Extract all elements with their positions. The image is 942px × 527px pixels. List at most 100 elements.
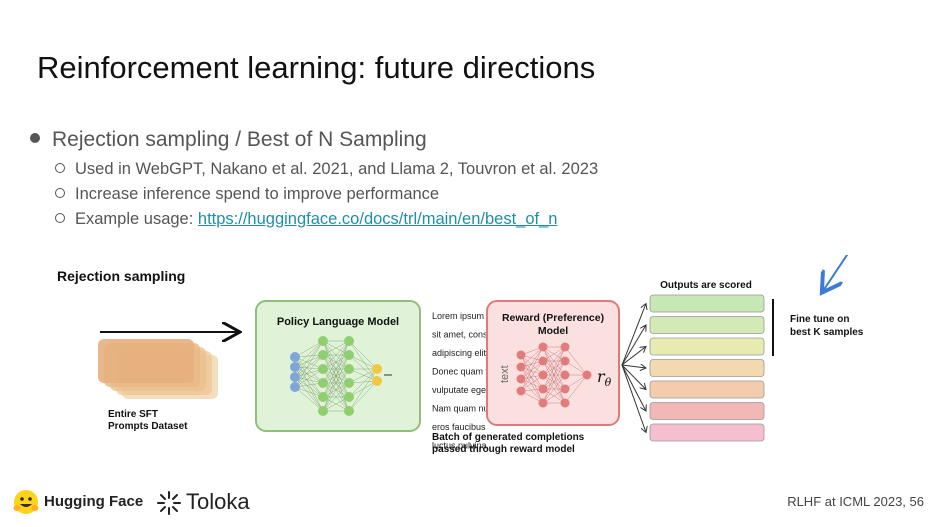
policy-node	[290, 362, 300, 372]
lorem-line: adipiscing elit	[432, 348, 487, 358]
reward-edge	[542, 346, 566, 390]
policy-node	[344, 336, 354, 346]
reward-edge	[542, 346, 566, 404]
reward-node	[560, 370, 570, 380]
policy-edge	[348, 380, 378, 412]
rejection-sampling-diagram: Rejection sampling Entire SFT Prompts Da…	[57, 255, 864, 455]
slide-title: Reinforcement learning: future direction…	[37, 50, 596, 85]
dataset-label-1: Entire SFT	[108, 409, 158, 420]
reward-node	[560, 356, 570, 366]
lorem-line: sit amet, cons	[432, 330, 488, 340]
policy-edge	[322, 354, 350, 412]
reward-network-icon	[516, 342, 592, 408]
reward-edge	[542, 346, 566, 376]
example-link[interactable]: https://huggingface.co/docs/trl/main/en/…	[197, 210, 558, 228]
fan-arrow	[621, 365, 646, 368]
finetune-label-2: best K samples	[790, 327, 864, 338]
reward-node	[560, 384, 570, 394]
policy-edge	[348, 354, 378, 382]
policy-node	[318, 378, 328, 388]
policy-edge	[294, 366, 324, 384]
policy-node	[344, 406, 354, 416]
policy-node	[372, 376, 382, 386]
score-bar	[649, 380, 765, 399]
reward-edge	[520, 378, 544, 404]
policy-node	[318, 336, 328, 346]
example-prefix: Example usage:	[75, 210, 198, 228]
reward-node	[582, 370, 592, 380]
toloka-wordmark: Toloka	[186, 489, 250, 514]
reward-node	[516, 386, 526, 396]
score-bar	[649, 402, 765, 420]
policy-edge	[348, 368, 378, 398]
policy-edge	[294, 356, 324, 370]
policy-edge	[322, 340, 350, 370]
reward-node	[538, 342, 548, 352]
policy-model-box	[255, 300, 421, 432]
reward-model-label-1: Reward (Preference)	[502, 312, 604, 324]
hugging-face-wordmark: Hugging Face	[44, 493, 144, 510]
reward-edge	[542, 374, 566, 404]
score-bar	[649, 316, 765, 334]
policy-edge	[348, 340, 378, 382]
policy-node	[290, 352, 300, 362]
finetune-label-1: Fine tune on	[790, 314, 849, 325]
policy-edge	[294, 354, 324, 368]
policy-edge	[294, 340, 324, 388]
policy-node	[290, 372, 300, 382]
policy-node	[344, 350, 354, 360]
policy-node	[318, 350, 328, 360]
score-bar	[649, 294, 765, 313]
slide-footer-info: RLHF at ICML 2023, 56	[787, 494, 924, 509]
policy-node	[372, 364, 382, 374]
policy-edge	[294, 340, 324, 358]
policy-edge	[294, 366, 324, 398]
score-bar	[649, 423, 765, 442]
policy-edge	[348, 354, 378, 370]
lorem-line: vulputate ege	[432, 385, 486, 395]
score-bar	[649, 337, 765, 356]
reward-edge	[520, 360, 544, 380]
policy-edge	[294, 354, 324, 388]
lorem-line: Nam quam nu	[432, 404, 489, 414]
fan-arrow	[621, 364, 646, 390]
dataset-stack-icon	[98, 339, 218, 399]
policy-edge	[348, 368, 378, 384]
reward-node	[516, 374, 526, 384]
lorem-line: Lorem ipsum	[432, 311, 484, 321]
sub-bullet-circle	[55, 187, 65, 198]
policy-node	[344, 378, 354, 388]
main-bullet: Rejection sampling / Best of N Sampling	[30, 128, 427, 152]
reward-edge	[520, 354, 544, 390]
lorem-line: Donec quam t	[432, 367, 489, 377]
sub-bullet-text: Increase inference spend to improve perf…	[75, 185, 440, 203]
policy-node	[290, 382, 300, 392]
reward-node	[516, 362, 526, 372]
sub-bullet-1: Used in WebGPT, Nakano et al. 2021, and …	[55, 160, 598, 179]
policy-node	[344, 364, 354, 374]
sub-bullet-2: Increase inference spend to improve perf…	[55, 185, 439, 204]
policy-edge	[294, 376, 324, 398]
toloka-logo-icon	[157, 491, 181, 515]
policy-edge	[322, 340, 350, 398]
reward-edge	[520, 366, 544, 404]
highlight-arrow	[823, 255, 849, 291]
reward-edge	[520, 360, 544, 392]
policy-node	[318, 406, 328, 416]
reward-node	[538, 384, 548, 394]
reward-edge	[564, 374, 588, 404]
fan-arrow	[621, 364, 646, 411]
policy-edge	[348, 368, 378, 412]
reward-node	[516, 350, 526, 360]
reward-node	[538, 356, 548, 366]
lorem-line: luctus pulvina	[432, 441, 487, 451]
reward-edge	[542, 360, 566, 404]
reward-edge	[520, 346, 544, 380]
score-fan-arrows	[621, 304, 646, 433]
score-bar	[649, 359, 765, 377]
policy-edge	[294, 376, 324, 412]
policy-network-icon	[290, 336, 392, 416]
policy-edge	[348, 340, 378, 370]
reward-node	[538, 398, 548, 408]
lorem-line: eros faucibus	[432, 422, 486, 432]
